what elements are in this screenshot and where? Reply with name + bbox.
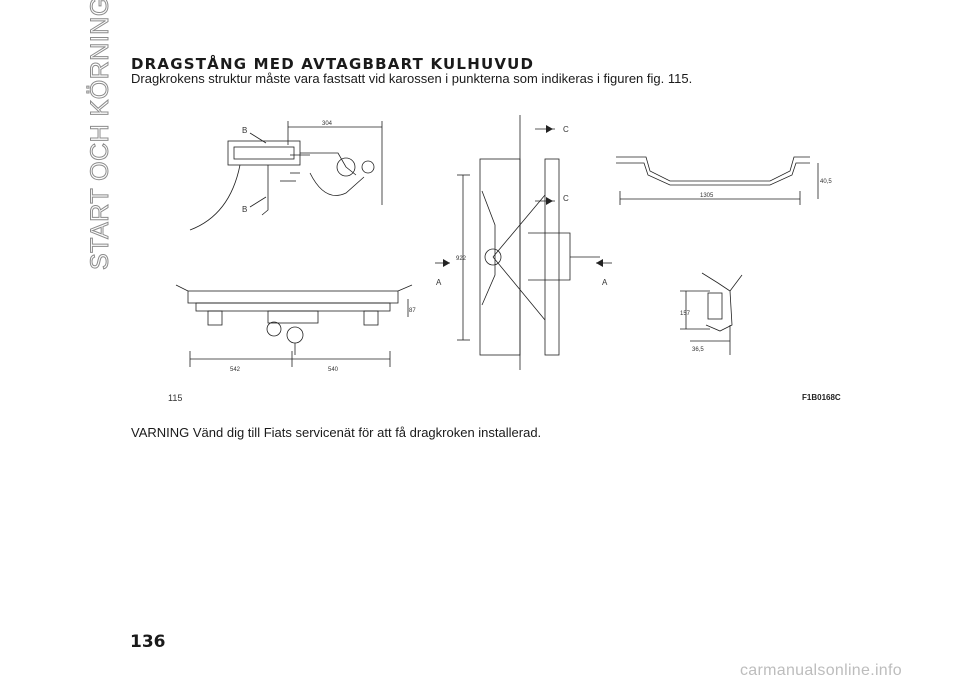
figure-code: F1B0168C [802,393,841,402]
view-arrows [443,125,603,267]
warning-text: VARNING Vänd dig till Fiats servicenät f… [131,425,542,440]
hitch-side-view [189,121,383,231]
dim-40-5: 40,5 [820,179,832,185]
dim-542: 542 [230,367,241,373]
label-c-top: C [563,125,569,134]
tow-bar-technical-drawing: B B 304 542 540 87 922 A A C C 1305 40,5… [175,115,832,373]
bracket-section-view [680,272,743,355]
bumper-profile-view [616,156,819,205]
label-b-bottom: B [242,205,247,214]
watermark: carmanualsonline.info [740,662,902,679]
page-heading: DRAGSTÅNG MED AVTAGBBART KULHUVUD [131,55,535,73]
dim-304: 304 [322,121,333,127]
dim-87: 87 [409,308,416,314]
label-a-right: A [602,278,608,287]
dim-157: 157 [680,311,691,317]
chassis-plan-view [435,115,612,370]
figure-number: 115 [168,393,183,403]
dim-540: 540 [328,367,339,373]
dim-1305: 1305 [700,193,714,199]
label-c-bottom: C [563,194,569,203]
hitch-rear-view [175,284,413,367]
dim-36-5: 36,5 [692,347,704,353]
intro-paragraph: Dragkrokens struktur måste vara fastsatt… [131,71,693,86]
page-number: 136 [130,632,166,652]
label-a-left: A [436,278,442,287]
section-side-title: START OCH KÖRNING [86,0,115,271]
label-b-top: B [242,126,247,135]
dim-922: 922 [456,256,467,262]
